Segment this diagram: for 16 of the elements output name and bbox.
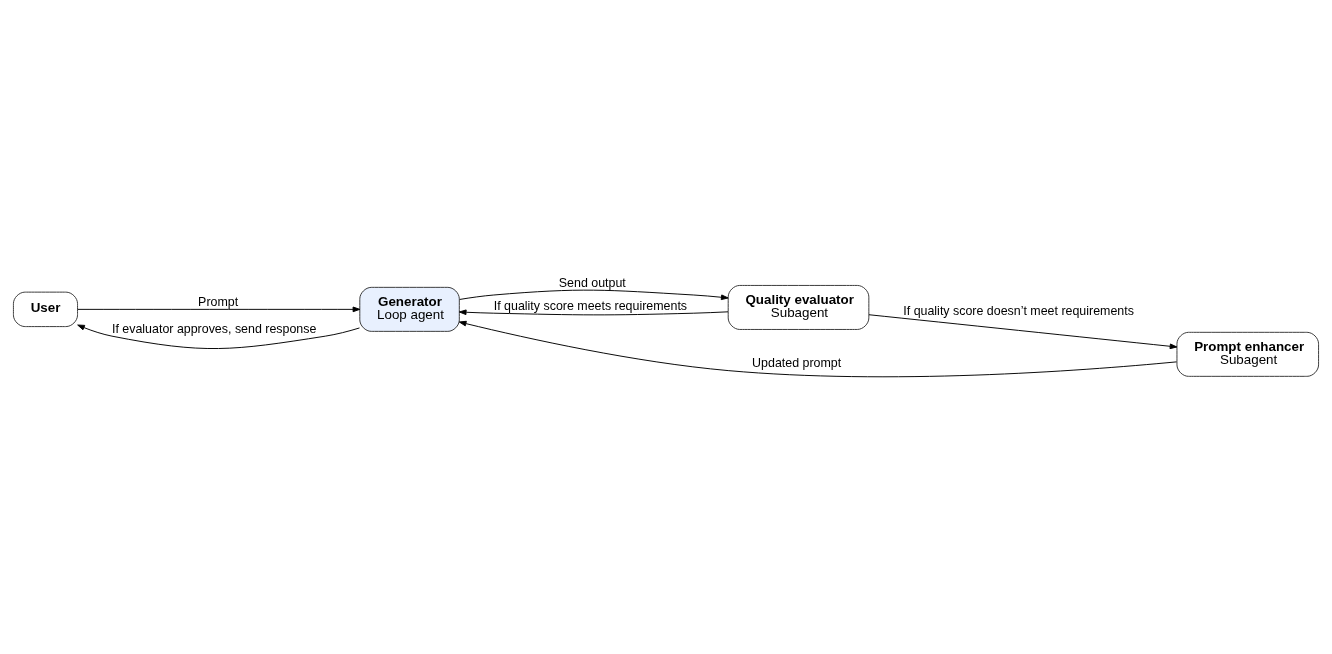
arrow xyxy=(458,309,729,316)
node-box: Quality evaluator Subagent xyxy=(727,284,870,330)
arrow xyxy=(459,289,729,301)
node-box: Prompt enhancer Subagent xyxy=(1176,331,1320,377)
edge-label: If evaluator approves, send response xyxy=(111,321,317,336)
arrow xyxy=(458,320,1178,378)
edge-label: If quality score doesn’t meet requirements xyxy=(903,304,1134,319)
edge-label: If quality score meets requirements xyxy=(493,298,688,313)
arrow xyxy=(77,324,360,349)
arrow xyxy=(868,314,1178,350)
edge-label: Send output xyxy=(558,275,626,290)
edge-label: Prompt xyxy=(198,294,239,309)
node-box: User xyxy=(12,291,79,328)
node-box: Generator Loop agent xyxy=(359,286,460,332)
edge-label: Updated prompt xyxy=(752,356,842,371)
arrow xyxy=(77,306,361,313)
